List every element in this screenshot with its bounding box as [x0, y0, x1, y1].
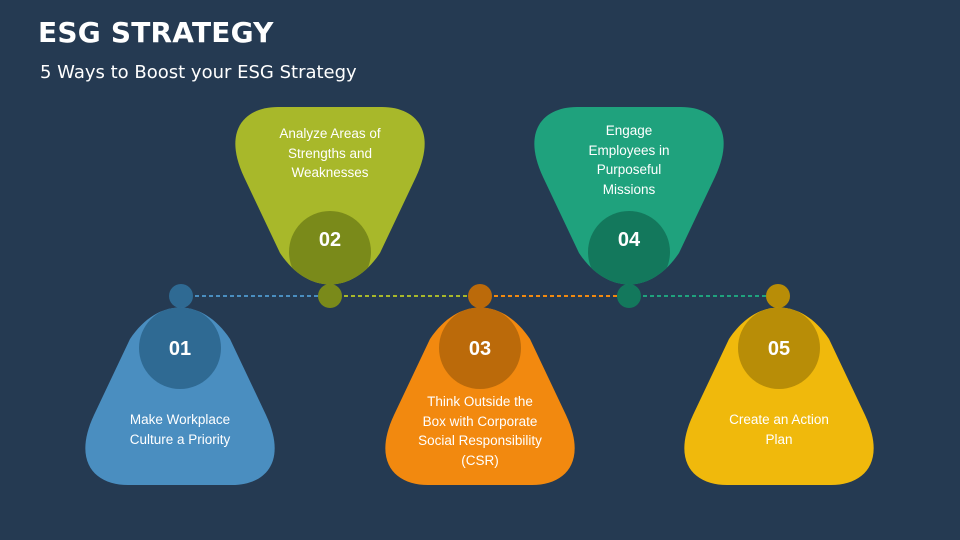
step-01-shape — [85, 307, 275, 485]
step-01-text: Make Workplace Culture a Priority — [129, 412, 231, 447]
step-03-number: 03 — [468, 338, 492, 360]
step-05-text: Create an Action Plan — [729, 412, 829, 447]
timeline-dot-02 — [318, 284, 342, 308]
step-03-text: Think Outside the Box with Corporate Soc… — [418, 394, 542, 468]
step-02-shape — [235, 107, 425, 285]
step-02-text: Analyze Areas of Strengths and Weaknesse… — [279, 126, 381, 180]
step-03-number-badge — [439, 307, 521, 389]
step-03-shape — [385, 307, 575, 485]
timeline-dot-04 — [617, 284, 641, 308]
step-02-number: 02 — [318, 229, 342, 251]
timeline-dot-05 — [766, 284, 790, 308]
step-05-number: 05 — [767, 338, 791, 360]
step-04-shape — [534, 107, 724, 285]
page-title: ESG STRATEGY — [38, 16, 274, 49]
step-04-number-badge — [588, 211, 670, 285]
step-02-number-badge — [289, 211, 371, 285]
step-01-number-badge — [139, 307, 221, 389]
step-05-number-badge — [738, 307, 820, 389]
step-04-text: Engage Employees in Purposeful Missions — [588, 123, 670, 197]
step-01-number: 01 — [168, 338, 192, 360]
page-subtitle: 5 Ways to Boost your ESG Strategy — [40, 62, 357, 83]
step-04-number: 04 — [617, 229, 641, 251]
timeline-dot-01 — [169, 284, 193, 308]
timeline-dot-03 — [468, 284, 492, 308]
step-05-shape — [684, 307, 874, 485]
